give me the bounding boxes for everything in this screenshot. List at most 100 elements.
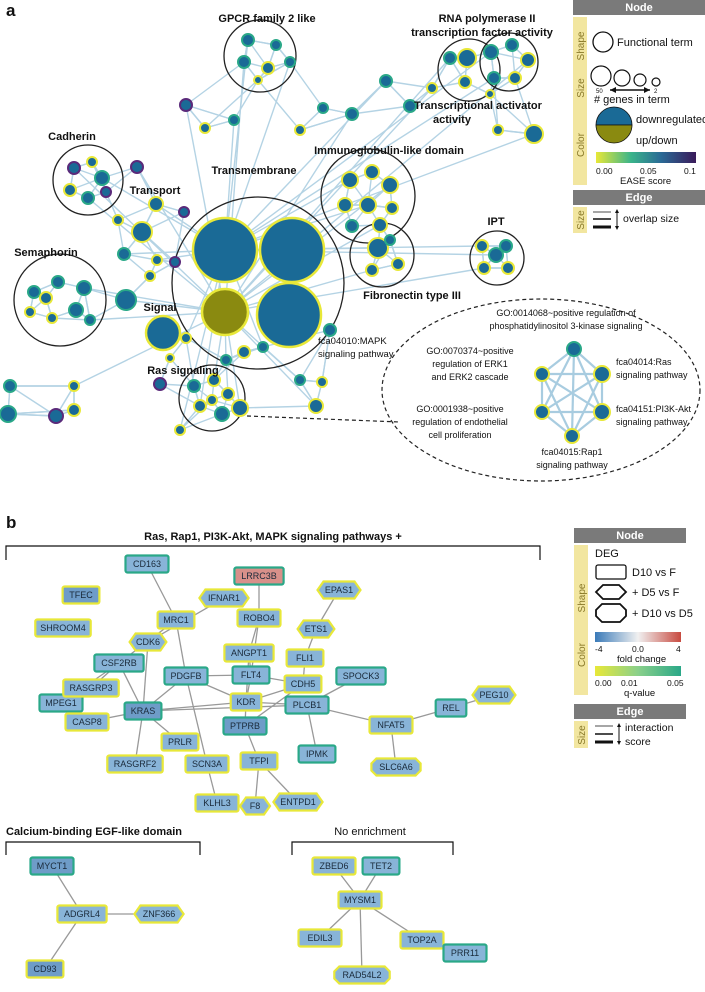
gene-node-shape <box>222 716 268 736</box>
label-semaphorin: Semaphorin <box>14 247 78 259</box>
term-node <box>457 48 477 68</box>
gene-node: EPAS1 <box>316 580 362 600</box>
legend-size-circle <box>651 77 661 87</box>
gene-node: CSF2RB <box>93 653 145 673</box>
term-edge <box>489 93 499 131</box>
term-node <box>94 170 110 186</box>
term-edge <box>224 113 353 313</box>
svg-text:-4: -4 <box>595 644 603 654</box>
term-network-nodes <box>0 33 544 436</box>
svg-text:Size: Size <box>576 78 587 98</box>
svg-text:D10 vs F: D10 vs F <box>632 567 676 579</box>
zoom-callout <box>381 298 701 482</box>
gene-label: KRAS <box>131 706 156 716</box>
label-rnapol-1: RNA polymerase II <box>439 13 536 25</box>
term-node <box>221 387 235 401</box>
zoom-go-endo-1: GO:0001938~positive <box>416 404 503 414</box>
zoom-go-endo-2: regulation of endothelial <box>412 417 508 427</box>
svg-text:EASE score: EASE score <box>620 176 671 187</box>
term-node <box>144 270 156 282</box>
term-edge <box>321 329 331 383</box>
term-node <box>0 405 17 423</box>
gene-node: PTPRB <box>222 716 268 736</box>
zoom-go-pi3k-2: phosphatidylinositol 3-kinase signaling <box>489 321 642 331</box>
term-edge <box>224 80 387 251</box>
gene-node-shape <box>316 580 362 600</box>
term-node <box>207 373 221 387</box>
label-transcriptional-1: Transcriptional activator <box>414 100 542 112</box>
gene-label: F8 <box>250 801 261 811</box>
term-node <box>3 379 17 393</box>
legend-downregulated-half <box>595 106 633 126</box>
gene-label: CD163 <box>133 559 161 569</box>
term-edge <box>204 79 259 129</box>
term-node <box>24 306 36 318</box>
gene-node: RAD54L2 <box>333 965 391 985</box>
gene-label: SLC6A6 <box>379 762 413 772</box>
term-node <box>477 261 491 275</box>
term-node <box>508 71 522 85</box>
gene-label: PLCB1 <box>293 700 322 710</box>
legend-q-colorbar <box>595 666 681 676</box>
zoom-nodes <box>534 341 611 444</box>
gene-node: SHROOM4 <box>34 618 92 638</box>
gene-label: CASP8 <box>72 717 102 727</box>
term-node <box>294 374 306 386</box>
gene-label: CDK6 <box>136 637 160 647</box>
zoom-ras-2: signaling pathway <box>616 370 688 380</box>
term-node <box>488 247 504 263</box>
legend-a-sidebar <box>573 17 587 185</box>
gene-node-shape <box>311 856 357 876</box>
term-edge <box>299 113 353 131</box>
svg-text:Edge: Edge <box>617 706 644 718</box>
term-node <box>151 254 163 266</box>
gene-label: ZNF366 <box>143 909 176 919</box>
term-node <box>165 353 175 363</box>
legend-shape-rect <box>595 564 627 580</box>
gene-label: ADGRL4 <box>64 909 100 919</box>
gene-node: CDK6 <box>128 632 168 652</box>
svg-text:Size: Size <box>576 210 587 230</box>
gene-node-shape <box>233 566 285 586</box>
legend-a-edge-header <box>573 190 705 205</box>
gene-node-shape <box>337 890 383 910</box>
term-node <box>499 239 513 253</box>
term-node <box>308 398 324 414</box>
legend-shape-octagon <box>595 603 627 623</box>
gene-label: PDGFB <box>170 671 201 681</box>
svg-text:downregulated: downregulated <box>636 114 705 126</box>
legend-b: Node DEG Shape D10 vs F + D5 vs F + D10 … <box>574 528 693 748</box>
group-calcium-title: Calcium-binding EGF-like domain <box>6 826 182 838</box>
svg-text:+ D10 vs D5: + D10 vs D5 <box>632 608 693 620</box>
gene-label: FLT4 <box>241 670 261 680</box>
gene-node: EDIL3 <box>297 928 343 948</box>
label-immunoglobulin: Immunoglobulin-like domain <box>314 145 464 157</box>
term-edge <box>185 337 227 361</box>
gene-node: ZNF366 <box>133 904 185 924</box>
term-node <box>63 183 77 197</box>
term-edge <box>136 166 226 313</box>
gene-node: ANGPT1 <box>223 643 275 663</box>
svg-text:interaction: interaction <box>625 722 674 734</box>
term-node <box>81 191 95 205</box>
svg-text:fold change: fold change <box>617 654 666 665</box>
gene-label: MYSM1 <box>344 895 376 905</box>
gene-node-shape <box>133 904 185 924</box>
gene-label: CDH5 <box>291 679 316 689</box>
gene-node-shape <box>333 965 391 985</box>
label-mapk-1: fca04010:MAPK <box>318 336 387 347</box>
gene-node-shape <box>296 619 336 639</box>
svg-text:# genes in term: # genes in term <box>594 94 670 106</box>
label-rnapol-2: transcription factor activity <box>411 27 554 39</box>
gene-label: SCN3A <box>192 759 222 769</box>
term-edge <box>224 57 451 313</box>
term-node <box>323 323 337 337</box>
term-node <box>365 263 379 277</box>
svg-text:up/down: up/down <box>636 135 678 147</box>
term-node <box>27 285 41 299</box>
legend-size-circle <box>633 73 647 87</box>
gene-label: RAD54L2 <box>342 970 381 980</box>
legend-shape-circle <box>592 31 614 53</box>
transmembrane-nodes <box>144 216 326 352</box>
